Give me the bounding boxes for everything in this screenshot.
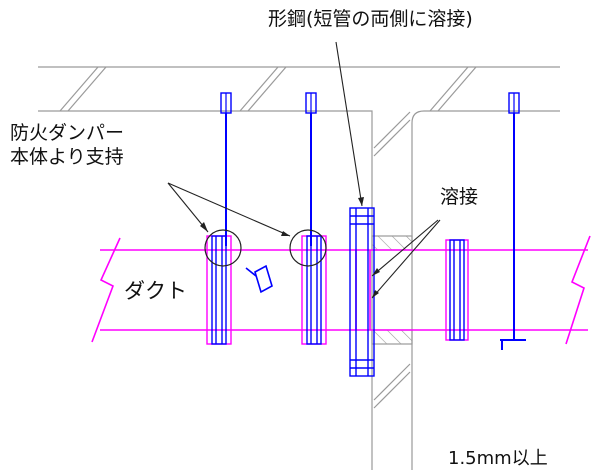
- slab-underside: [38, 110, 373, 470]
- leader-damper: [167, 182, 209, 233]
- damper-operator-symbol: [245, 264, 273, 294]
- duct-label: ダクト: [124, 279, 187, 303]
- leader-weld-1: [371, 219, 439, 277]
- hanger-rod-2: [305, 92, 317, 246]
- weld-label: 溶接: [440, 186, 479, 208]
- leader-damper-right: [167, 182, 291, 237]
- shape-steel-label: 形鋼(短管の両側に溶接): [268, 8, 473, 30]
- damper-support-label-line2: 本体より支持: [10, 145, 124, 168]
- hanger-rod-1: [220, 92, 232, 246]
- duct-break-left: [91, 237, 121, 343]
- wall-sleeve-top: [371, 235, 413, 251]
- flanges: [206, 207, 469, 377]
- flange-duct-right: [445, 239, 469, 341]
- hangers: [220, 92, 526, 350]
- damper-support-label: 防火ダンパー 本体より支持: [10, 122, 124, 170]
- support-circle-left: [204, 229, 242, 267]
- wall-hatch-marks: [373, 111, 411, 409]
- hanger-rod-3: [500, 92, 526, 350]
- support-circles: [204, 229, 327, 267]
- wall-right-face: [411, 110, 560, 470]
- leader-weld-2: [371, 219, 441, 299]
- building-structure: [38, 66, 560, 470]
- damper-support-label-line1: 防火ダンパー: [10, 122, 125, 144]
- thickness-label: 1.5mm以上: [448, 448, 548, 469]
- leader-lines: [167, 41, 441, 299]
- wall-sleeve-bottom: [371, 329, 413, 345]
- duct-break-right: [565, 235, 591, 345]
- leader-arrowheads: [200, 197, 380, 298]
- flange-damper-left: [206, 235, 232, 345]
- support-circle-right: [289, 229, 327, 267]
- leader-shape-steel: [335, 41, 363, 207]
- flange-damper-right: [301, 235, 327, 345]
- slab-hatch-marks: [59, 66, 477, 112]
- flange-wall: [349, 207, 375, 377]
